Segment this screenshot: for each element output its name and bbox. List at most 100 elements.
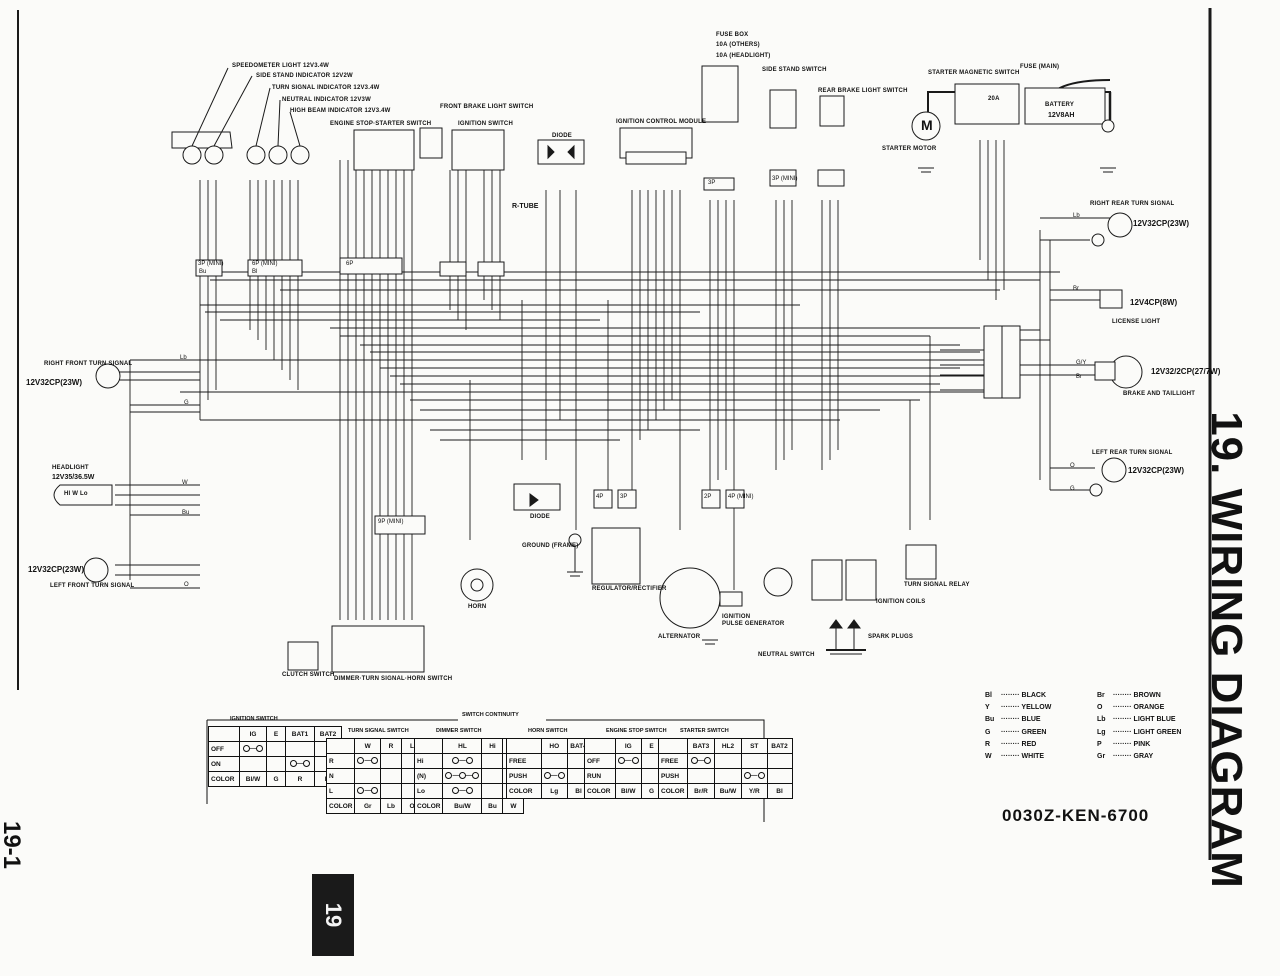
table-row: PUSH— xyxy=(506,768,591,784)
wire-w-hl: W xyxy=(182,480,188,486)
table-cell: — xyxy=(239,741,267,757)
legend-code: Lb xyxy=(1097,716,1106,724)
legend-code: G xyxy=(985,728,991,736)
legend-code: Bl xyxy=(985,692,992,699)
fuse-main-label: FUSE (MAIN) xyxy=(1020,64,1060,70)
legend-entry: Y ········ YELLOW xyxy=(985,702,1097,714)
legend-color-name: LIGHT GREEN xyxy=(1133,728,1182,736)
table-cell: Bl/W xyxy=(239,771,267,787)
legend-leader: ········ xyxy=(999,704,1022,712)
legend-leader: ········ xyxy=(1111,728,1134,736)
table-cell: — xyxy=(354,783,381,799)
table-cell: RUN xyxy=(584,768,616,784)
table-cell xyxy=(325,738,356,754)
table-cell xyxy=(413,738,444,754)
legend-entry: Gr ········ GRAY xyxy=(1097,751,1209,763)
table-cell xyxy=(266,741,286,757)
legend-color-name: BLACK xyxy=(1021,692,1047,699)
table-cell: L xyxy=(325,783,356,799)
right-rear-turn-signal-label: RIGHT REAR TURN SIGNAL xyxy=(1090,201,1175,207)
table-row: ON — xyxy=(208,756,342,772)
legend-code: Br xyxy=(1097,692,1105,699)
connector-3p-fuse-label: 3P xyxy=(708,180,716,186)
table-cell: — xyxy=(442,753,483,769)
table-cell: — xyxy=(285,756,315,772)
legend-entry: G ········ GREEN xyxy=(985,727,1097,739)
connector-3p-mini-left: 3P (MINI) xyxy=(198,261,224,267)
wire-lb-rf: Lb xyxy=(180,355,187,361)
table-cell: PUSH xyxy=(506,768,542,784)
table-row: L— xyxy=(325,783,423,799)
table-cell: OFF xyxy=(584,753,616,769)
table-cell: Hi xyxy=(413,753,444,769)
table-cell: Bl/W xyxy=(615,783,642,799)
legend-leader: ········ xyxy=(999,740,1022,748)
table-cell xyxy=(714,768,742,784)
table-cell: G xyxy=(266,771,286,787)
legend-entry: Lb ········ LIGHT BLUE xyxy=(1097,714,1209,726)
table-cell: — xyxy=(541,768,568,784)
brake-taillight-spec-label: 12V32/2CP(27/7W) xyxy=(1151,367,1221,376)
table-cell: IG xyxy=(239,726,267,742)
legend-leader: ········ xyxy=(1111,692,1134,699)
wire-o-lr: O xyxy=(1070,463,1075,469)
switch-table-title: TURN SIGNAL SWITCH xyxy=(348,728,409,734)
page-title: 19. WIRING DIAGRAM xyxy=(1202,411,1251,889)
ground-symbols xyxy=(567,167,1116,645)
table-cell: Bu xyxy=(481,798,504,814)
connector-4p-mini-label: 4P (MINI) xyxy=(728,494,754,500)
fuse-10a-others-label: 10A (OTHERS) xyxy=(716,42,760,48)
connector-blocks xyxy=(195,169,1021,535)
table-cell xyxy=(741,753,768,769)
table-cell: ST xyxy=(741,738,768,754)
legend-code: O xyxy=(1097,704,1103,712)
switch-table-title: DIMMER SWITCH xyxy=(436,728,482,734)
diode-top-label: DIODE xyxy=(552,133,573,139)
left-rear-turn-signal-label: LEFT REAR TURN SIGNAL xyxy=(1092,450,1173,456)
neutral-switch-label: NEUTRAL SWITCH xyxy=(758,652,815,658)
legend-entry: Bu ········ BLUE xyxy=(985,714,1097,726)
table-cell: PUSH xyxy=(658,768,688,784)
wire-g-rf: G xyxy=(184,400,189,406)
brake-and-taillight-label: BRAKE AND TAILLIGHT xyxy=(1123,391,1196,397)
connector-6p-mini-label: 6P (MINI) xyxy=(252,261,278,267)
left-front-spec-label: 12V32CP(23W) xyxy=(28,565,85,574)
legend-color-name: WHITE xyxy=(1021,753,1045,761)
table-cell xyxy=(266,756,286,772)
table-cell: Bl xyxy=(766,783,793,799)
wire-br-tl: Br xyxy=(1076,374,1082,380)
connector-4p-label: 4P xyxy=(596,494,604,500)
table-cell: ON xyxy=(208,756,240,772)
table-cell: W xyxy=(354,738,381,754)
ignition-pulse-generator-label-1: IGNITION xyxy=(722,614,751,620)
neutral-indicator-label: NEUTRAL INDICATOR 12V3W xyxy=(282,97,371,103)
table-cell: FREE xyxy=(658,753,688,769)
legend-color-name: PINK xyxy=(1133,740,1151,748)
side-stand-indicator-label: SIDE STAND INDICATOR 12V2W xyxy=(256,73,353,79)
table-cell: —— xyxy=(442,768,483,784)
connector-bl-label: Bl xyxy=(252,269,258,275)
legend-entry: P ········ PINK xyxy=(1097,739,1209,751)
legend-color-name: GREEN xyxy=(1021,728,1047,736)
starter-magnetic-switch-label: STARTER MAGNETIC SWITCH xyxy=(928,70,1020,76)
table-cell: COLOR xyxy=(325,798,356,814)
turn-signal-relay-label: TURN SIGNAL RELAY xyxy=(904,582,970,588)
speedometer-light-label: SPEEDOMETER LIGHT 12V3.4W xyxy=(232,63,330,69)
legend-code: R xyxy=(985,740,991,748)
right-front-turn-signal-label: RIGHT FRONT TURN SIGNAL xyxy=(44,361,133,367)
left-front-turn-signal-label: LEFT FRONT TURN SIGNAL xyxy=(50,583,135,589)
legend-color-name: ORANGE xyxy=(1133,704,1165,712)
legend-code: Y xyxy=(985,704,990,712)
table-cell: — xyxy=(442,783,483,799)
table-cell: Hi xyxy=(481,738,504,754)
table-cell xyxy=(379,768,402,784)
table-cell xyxy=(354,768,381,784)
